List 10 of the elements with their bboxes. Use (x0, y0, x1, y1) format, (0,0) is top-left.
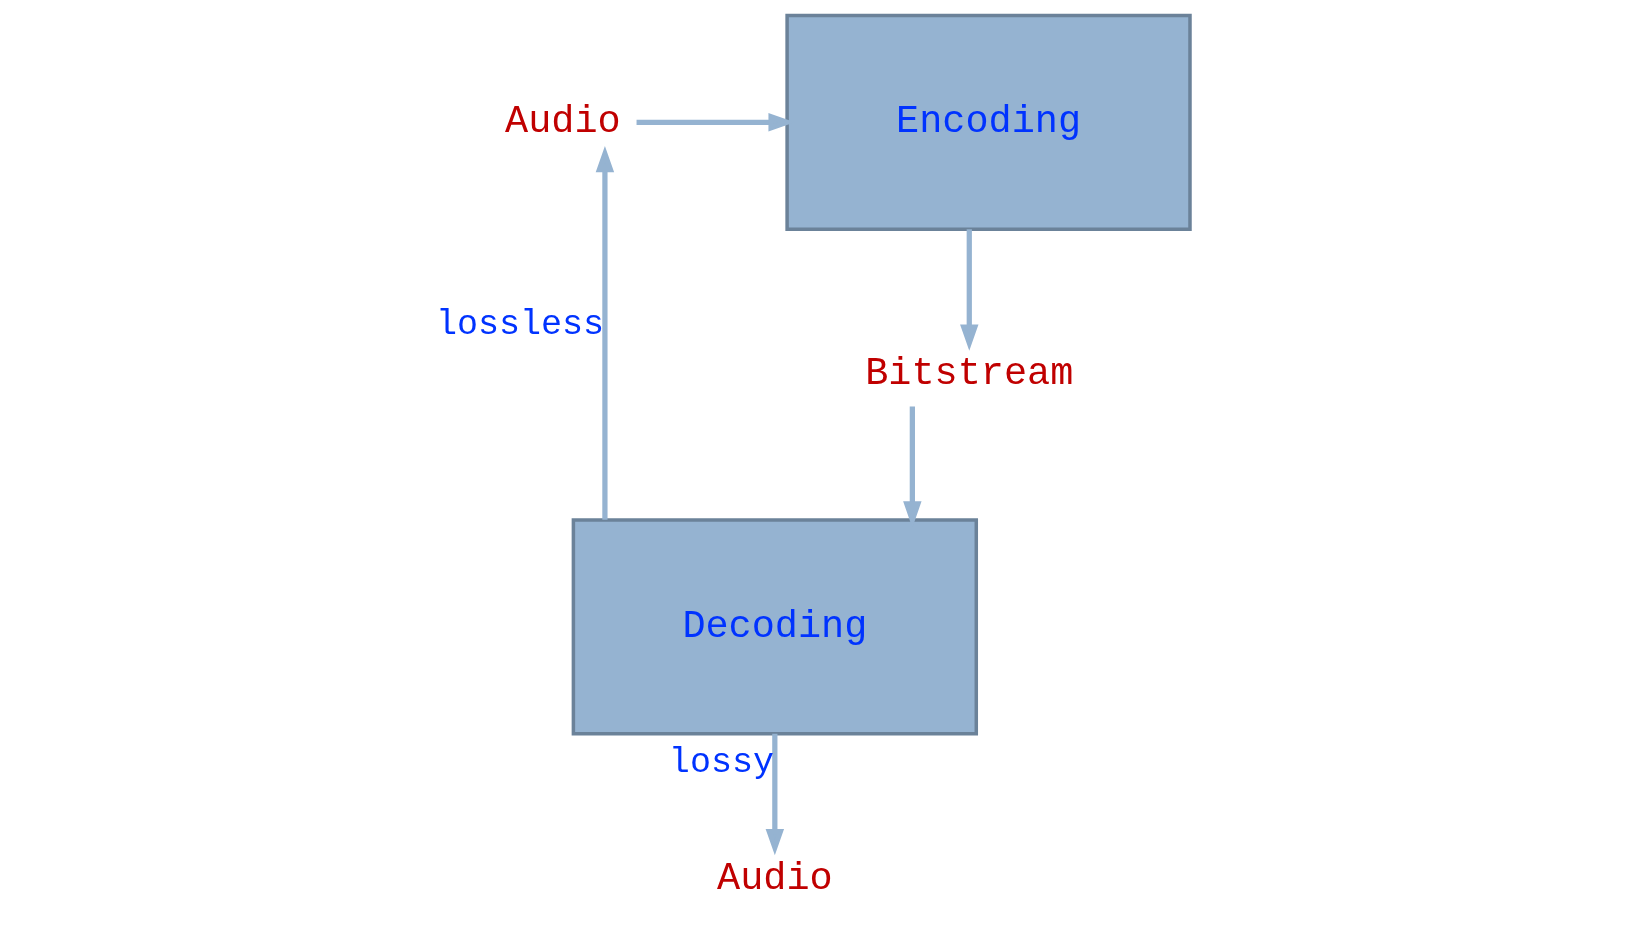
node-box: Encoding (785, 13, 1192, 231)
arrow (595, 145, 615, 520)
edge-label: lossy (668, 743, 774, 784)
arrow (765, 733, 785, 856)
node-text: Audio (505, 100, 621, 145)
arrow (960, 229, 979, 351)
edge-label: lossless (435, 305, 605, 346)
node-text: Audio (717, 856, 833, 901)
node-box: Decoding (571, 518, 979, 736)
node-text: Bitstream (865, 352, 1074, 397)
